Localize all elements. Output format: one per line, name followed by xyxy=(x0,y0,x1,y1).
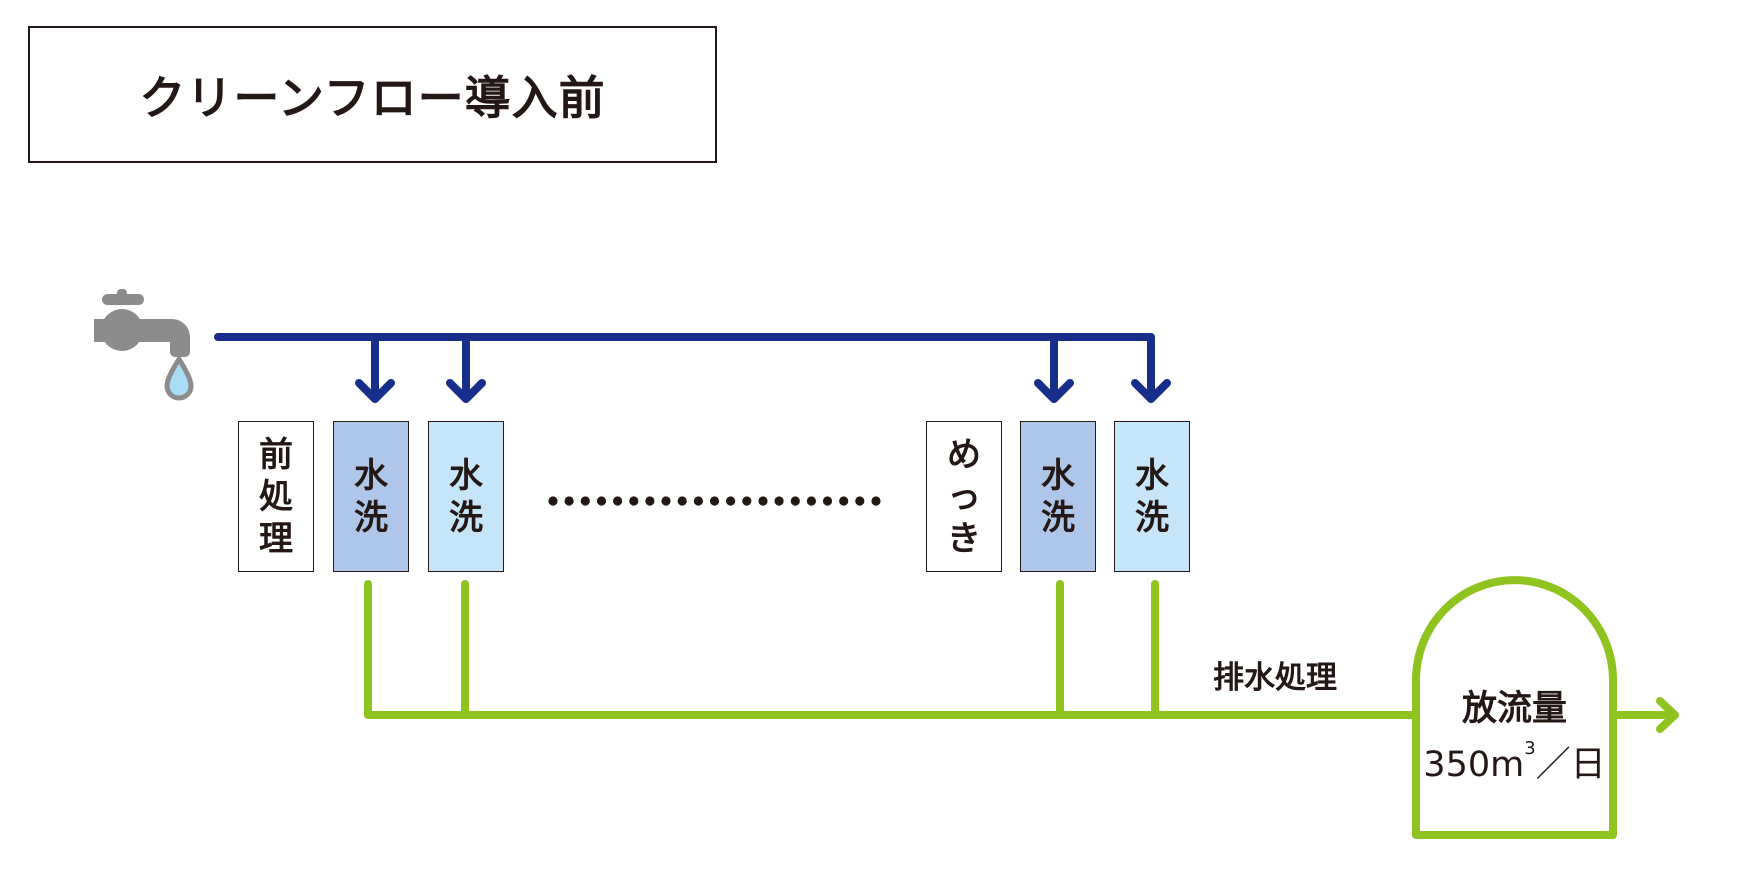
ellipsis-dot xyxy=(661,496,671,506)
arrow-down-icon xyxy=(355,379,395,403)
box-label-char: め xyxy=(947,434,981,475)
ellipsis-dot xyxy=(596,496,607,506)
faucet-icon xyxy=(94,289,190,357)
ellipsis-dot xyxy=(709,496,720,506)
page-title: クリーンフロー導入前 xyxy=(139,70,606,125)
water-drop-icon xyxy=(164,356,194,401)
title-box: クリーンフロー導入前 xyxy=(28,26,717,163)
ellipsis-dot xyxy=(677,496,687,506)
ellipsis-dot xyxy=(839,496,849,506)
box-label-char: 水 xyxy=(1135,455,1169,496)
ellipsis-dot xyxy=(758,496,768,506)
drain-line xyxy=(364,580,1420,719)
box-pretreatment: 前 処 理 xyxy=(238,421,314,572)
ellipsis-dot xyxy=(871,496,881,506)
ellipsis-dot xyxy=(564,496,574,506)
box-label-char: 水 xyxy=(449,455,483,496)
box-label-char: 水 xyxy=(354,455,388,496)
arrow-right-icon xyxy=(1656,697,1679,733)
outflow-unit-exponent: 3 xyxy=(1524,738,1536,759)
supply-line xyxy=(214,333,1155,402)
supply-arrowheads xyxy=(355,379,1171,403)
box-rinse-2: 水 洗 xyxy=(428,421,504,572)
box-label-char: き xyxy=(947,518,981,559)
box-label-char: 洗 xyxy=(1041,497,1075,538)
box-label-char: 洗 xyxy=(354,497,388,538)
outflow-per: ／日 xyxy=(1535,745,1606,785)
arrow-down-icon xyxy=(446,379,486,403)
box-label-char: 処 xyxy=(259,476,293,517)
ellipsis-dot xyxy=(790,496,800,506)
outflow-value: 350m3／日 xyxy=(1412,736,1617,787)
ellipsis-dot xyxy=(693,496,704,506)
ellipsis-dot xyxy=(645,496,655,506)
ellipsis-dot xyxy=(629,496,639,506)
box-label-char: 水 xyxy=(1041,455,1075,496)
box-label-char: 洗 xyxy=(449,497,483,538)
ellipsis-dot xyxy=(774,496,784,506)
ellipsis-dots xyxy=(548,496,881,506)
box-label-char: 洗 xyxy=(1135,497,1169,538)
outflow-tank xyxy=(1412,576,1617,839)
box-plating: め っ き xyxy=(926,421,1002,572)
ellipsis-dot xyxy=(822,496,833,506)
box-rinse-3: 水 洗 xyxy=(1020,421,1096,572)
outflow-arrow xyxy=(1609,697,1679,733)
box-label-char: 前 xyxy=(259,434,293,475)
ellipsis-dot xyxy=(742,496,752,506)
outflow-unit: m xyxy=(1490,745,1525,785)
box-rinse-4: 水 洗 xyxy=(1114,421,1190,572)
outflow-title: 放流量 xyxy=(1461,689,1567,729)
ellipsis-dot xyxy=(580,496,590,506)
drain-treatment-label: 排水処理 xyxy=(1213,660,1337,696)
ellipsis-dot xyxy=(726,496,736,506)
box-label-char: 理 xyxy=(259,518,293,559)
ellipsis-dot xyxy=(806,496,817,506)
ellipsis-dot xyxy=(548,496,558,506)
arrow-down-icon xyxy=(1034,379,1074,403)
box-label-char: っ xyxy=(947,476,981,517)
outflow-amount: 350 xyxy=(1423,745,1491,785)
arrow-down-icon xyxy=(1131,379,1171,403)
ellipsis-dot xyxy=(855,496,865,506)
box-rinse-1: 水 洗 xyxy=(333,421,409,572)
ellipsis-dot xyxy=(613,496,623,506)
